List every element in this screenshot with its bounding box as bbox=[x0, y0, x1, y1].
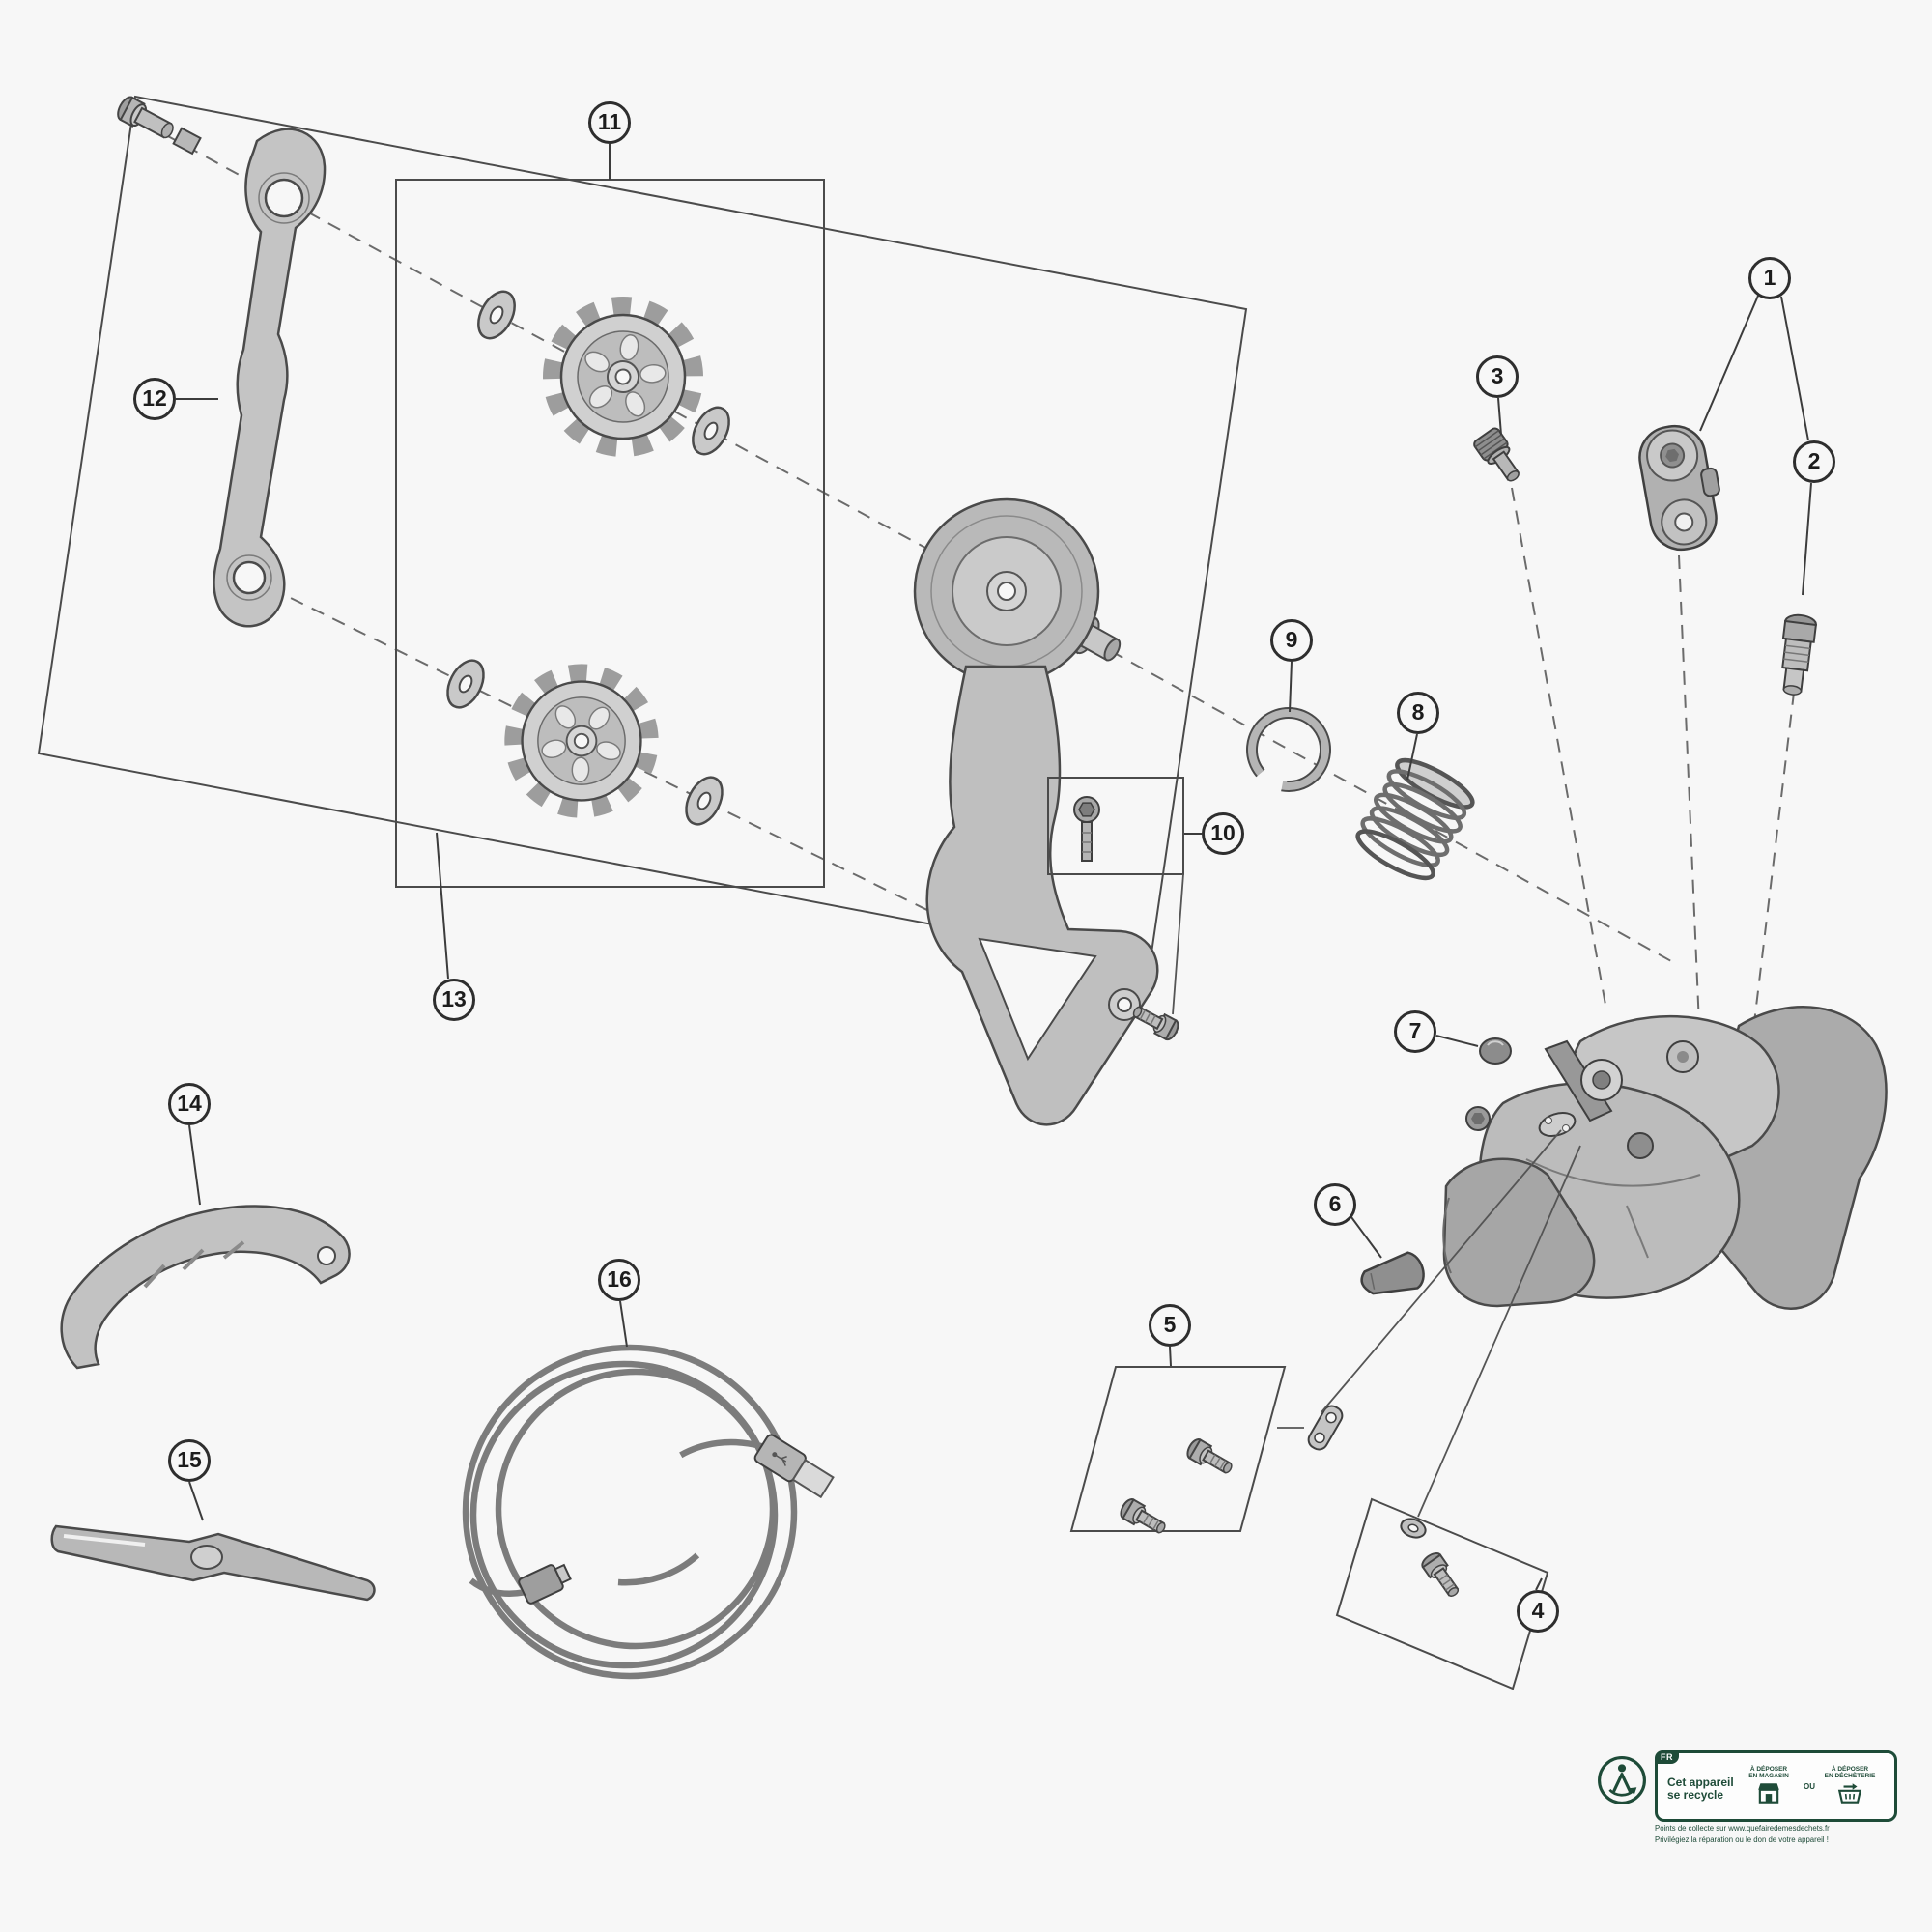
recycle-info-box: FR Cet appareil se recycle À DÉPOSER EN … bbox=[1655, 1750, 1897, 1822]
or-separator: OU bbox=[1804, 1781, 1815, 1791]
part-11-upper-pulley bbox=[538, 292, 708, 462]
part-15-tool bbox=[50, 1524, 376, 1602]
recycle-label: FR Cet appareil se recycle À DÉPOSER EN … bbox=[1596, 1750, 1897, 1866]
recycle-label-content: FR Cet appareil se recycle À DÉPOSER EN … bbox=[1655, 1750, 1897, 1845]
small-bolt bbox=[1418, 1548, 1465, 1603]
part-16-charging-cable bbox=[462, 1344, 835, 1680]
store-icon bbox=[1758, 1783, 1779, 1804]
recycle-headline-line1: Cet appareil bbox=[1667, 1776, 1734, 1790]
callout-5: 5 bbox=[1149, 1304, 1191, 1347]
small-bolt bbox=[1183, 1435, 1237, 1480]
cable-fixing-plate bbox=[1307, 1405, 1344, 1451]
part-11-lower-pulley bbox=[485, 644, 677, 837]
recycle-headline-line2: se recycle bbox=[1667, 1788, 1724, 1802]
charge-plug bbox=[469, 1563, 572, 1605]
part-9-clamp-ring bbox=[1246, 707, 1331, 792]
callout-9: 9 bbox=[1270, 619, 1313, 662]
usb-connector bbox=[679, 1434, 835, 1499]
callout-1: 1 bbox=[1748, 257, 1791, 299]
callout-6: 6 bbox=[1314, 1183, 1356, 1226]
callout-15: 15 bbox=[168, 1439, 211, 1482]
part-12-outer-plate bbox=[213, 128, 327, 628]
part-7-cap bbox=[1479, 1037, 1512, 1065]
callout-11: 11 bbox=[588, 101, 631, 144]
small-washer bbox=[1400, 1518, 1427, 1539]
part-3-adjust-bolt bbox=[1473, 427, 1520, 482]
deposit-store-option: À DÉPOSER EN MAGASIN bbox=[1739, 1766, 1799, 1807]
part-12-plate-bolt bbox=[117, 96, 202, 156]
callout-16: 16 bbox=[598, 1259, 640, 1301]
small-bolt bbox=[1117, 1495, 1171, 1540]
pulley-washer bbox=[469, 284, 524, 346]
part-connection-lines bbox=[1172, 873, 1581, 1518]
callout-12: 12 bbox=[133, 378, 176, 420]
pulley-washer bbox=[439, 653, 493, 715]
part-6-cover bbox=[1360, 1251, 1425, 1295]
center-caption-line1: À DÉPOSER bbox=[1831, 1765, 1869, 1773]
center-caption-line2: EN DÉCHÈTERIE bbox=[1824, 1773, 1876, 1779]
callout-4: 4 bbox=[1517, 1590, 1559, 1633]
store-caption-line1: À DÉPOSER bbox=[1749, 1765, 1788, 1773]
callout-13: 13 bbox=[433, 979, 475, 1021]
triman-icon bbox=[1598, 1756, 1646, 1804]
callout-7: 7 bbox=[1394, 1010, 1436, 1053]
callout-2: 2 bbox=[1793, 440, 1835, 483]
callout-14: 14 bbox=[168, 1083, 211, 1125]
callout-leader-lines bbox=[176, 144, 1812, 1591]
recycle-footer-line2: Privilégiez la réparation ou le don de v… bbox=[1655, 1835, 1829, 1845]
callout-3: 3 bbox=[1476, 355, 1519, 398]
part-5-bolt-group bbox=[1069, 1366, 1344, 1540]
pulley-washer bbox=[677, 770, 731, 832]
part-2-mounting-bolt bbox=[1781, 613, 1817, 696]
part-13-inner-plate bbox=[913, 497, 1159, 1126]
part-8-spring bbox=[1355, 757, 1475, 881]
store-caption-line2: EN MAGASIN bbox=[1748, 1773, 1789, 1779]
group-outline-part-10 bbox=[1047, 777, 1184, 875]
deposit-center-option: À DÉPOSER EN DÉCHÈTERIE bbox=[1820, 1766, 1880, 1807]
recycle-headline: Cet appareil se recycle bbox=[1667, 1776, 1735, 1802]
derailleur-body bbox=[1442, 1006, 1888, 1310]
part-10-cage-screw bbox=[1073, 796, 1100, 862]
recycle-footer-line1: Points de collecte sur www.quefairedemes… bbox=[1655, 1824, 1830, 1833]
part-14-guide-plate bbox=[60, 1205, 351, 1370]
fr-badge: FR bbox=[1655, 1750, 1679, 1764]
part-1-bracket-unit bbox=[1638, 424, 1720, 552]
recycling-center-icon bbox=[1837, 1783, 1862, 1804]
part-4-bolt-group bbox=[1335, 1497, 1549, 1690]
callout-8: 8 bbox=[1397, 692, 1439, 734]
callout-10: 10 bbox=[1202, 812, 1244, 855]
